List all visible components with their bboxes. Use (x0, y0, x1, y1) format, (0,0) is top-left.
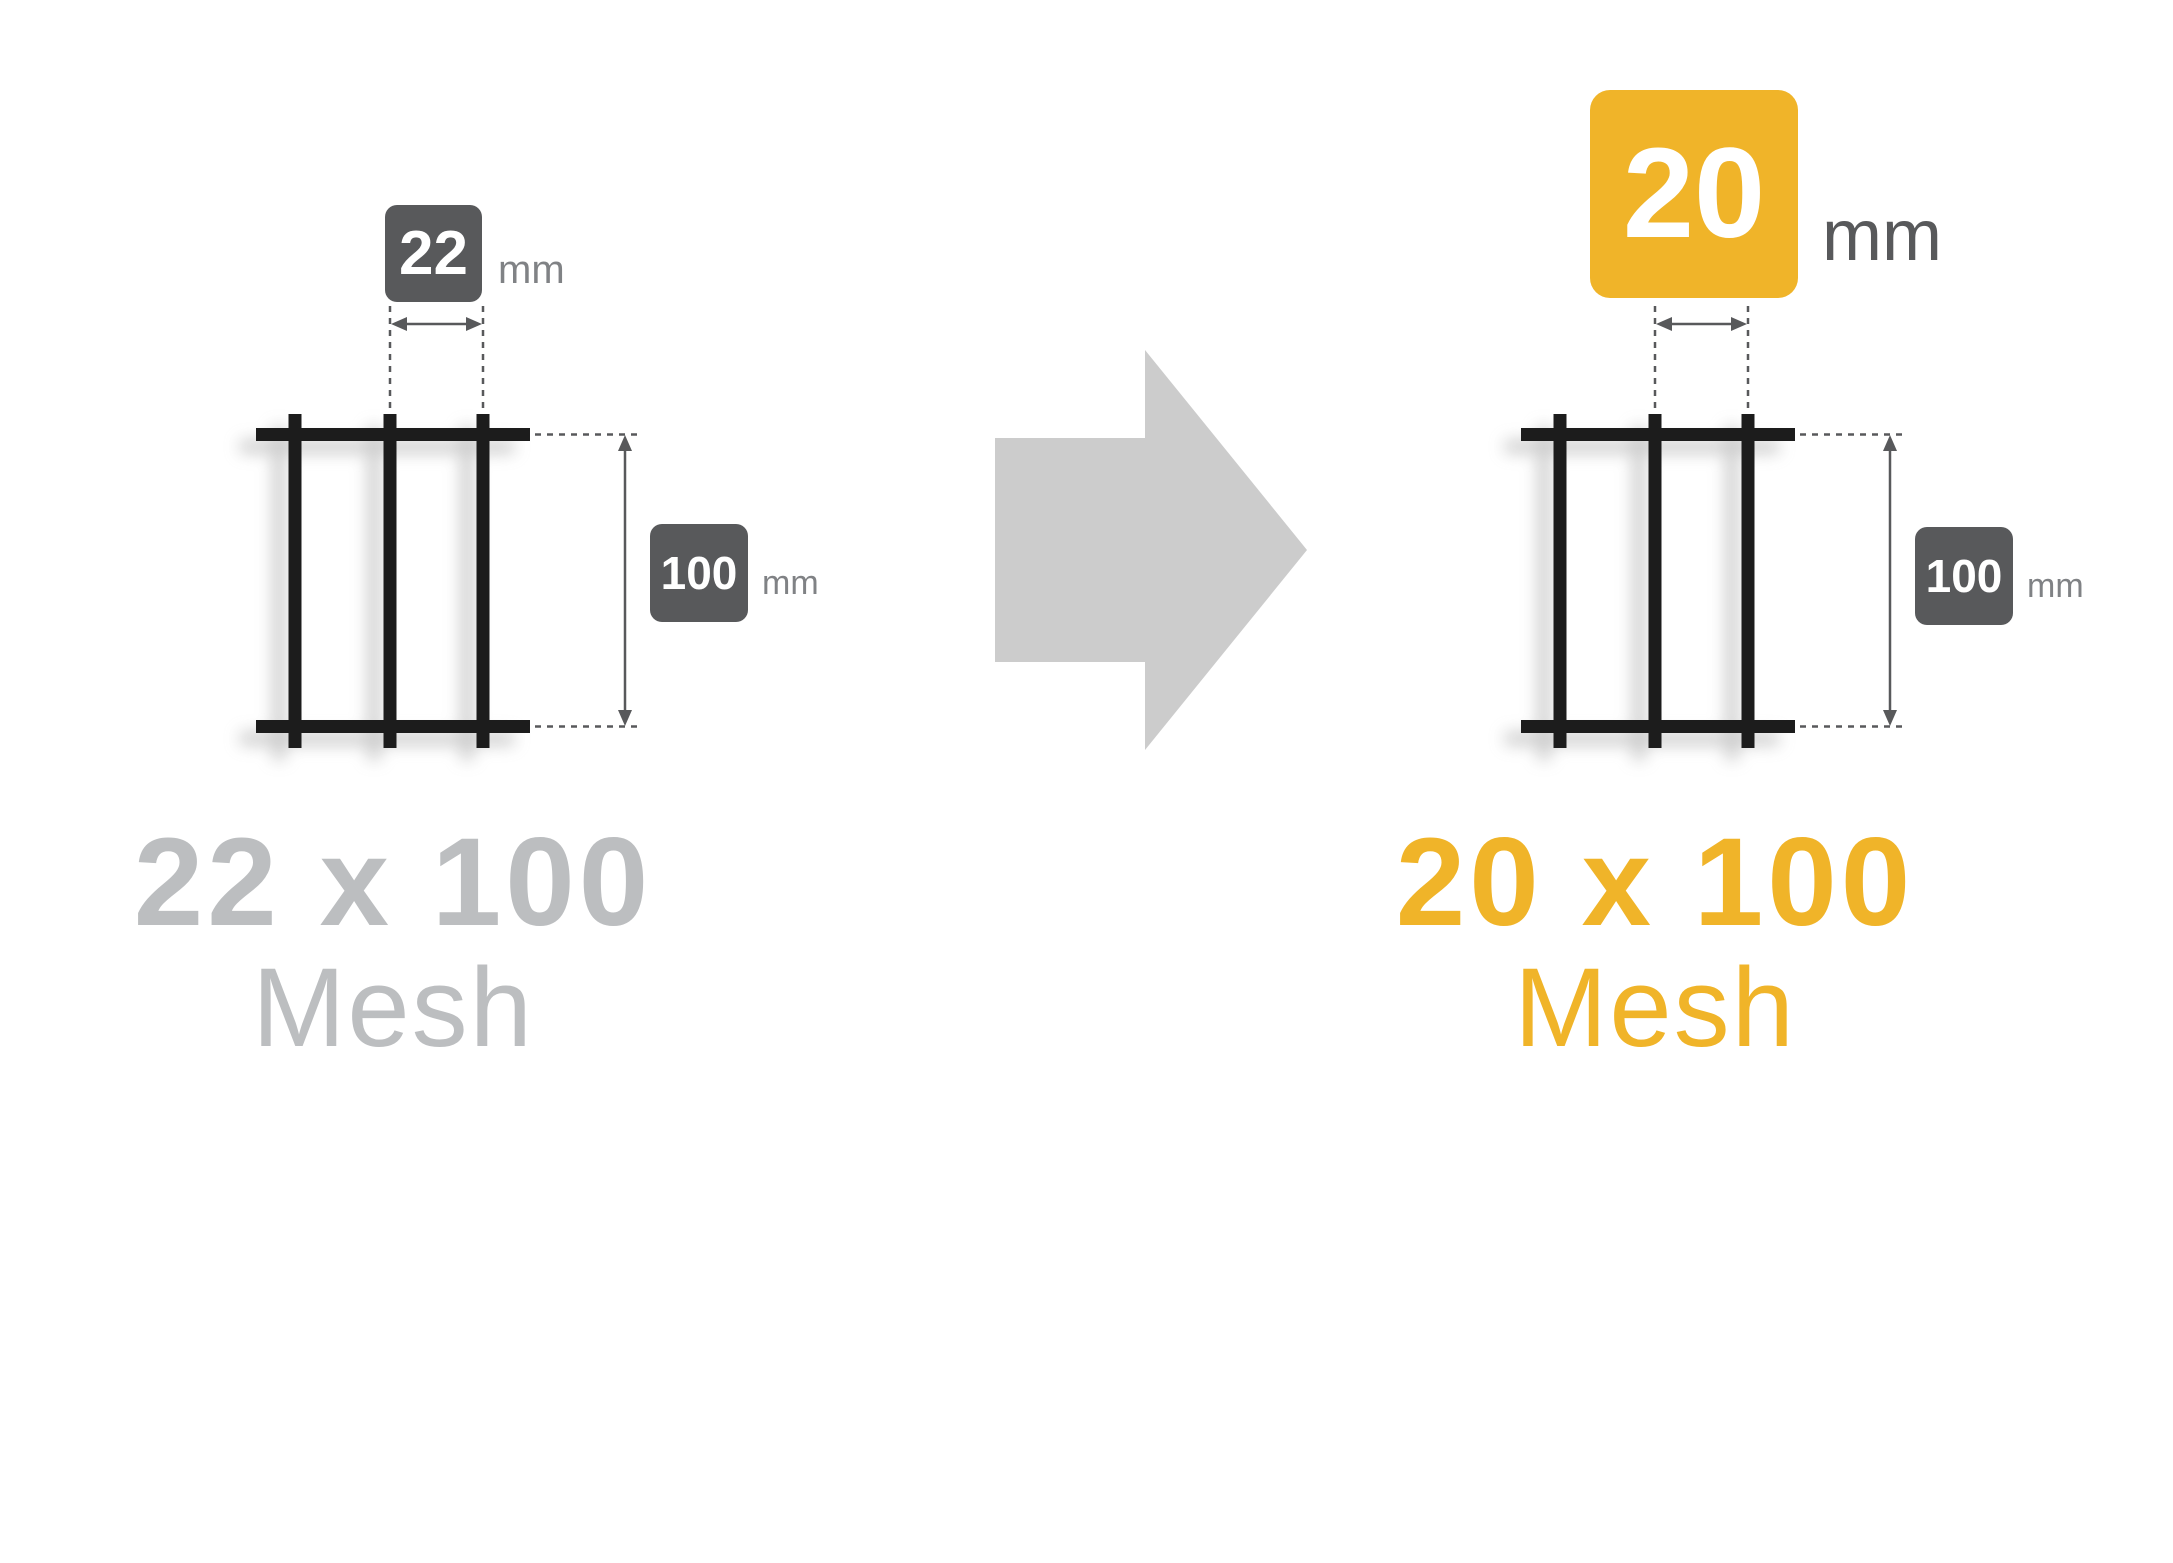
width-arrowhead-right (466, 317, 482, 331)
before-caption-size: 22 x 100 (133, 813, 653, 952)
width-arrowhead-left (1656, 317, 1672, 331)
width-dimension-lines (388, 306, 485, 412)
after-caption-size: 20 x 100 (1395, 813, 1915, 952)
after-height-badge: 100 (1915, 527, 2013, 625)
width-arrowhead-right (1731, 317, 1747, 331)
mesh-shadow (240, 426, 514, 760)
height-dimension-lines (1800, 433, 1903, 728)
before-caption-label: Mesh (252, 945, 534, 1070)
width-dimension-lines (1653, 306, 1750, 412)
width-arrowhead-left (391, 317, 407, 331)
after-width-badge: 20 (1590, 90, 1798, 298)
before-mesh-diagram (240, 306, 638, 760)
before-height-badge: 100 (650, 524, 748, 622)
before-width-unit: mm (498, 248, 565, 292)
after-height-value: 100 (1925, 550, 2003, 602)
height-dimension-lines (535, 433, 638, 728)
after-mesh-diagram (1505, 306, 1903, 760)
after-height-unit: mm (2027, 567, 2084, 605)
transition-arrow-icon (995, 350, 1307, 750)
before-height-value: 100 (660, 547, 738, 599)
after-caption-label: Mesh (1514, 945, 1796, 1070)
after-width-unit: mm (1822, 196, 1942, 276)
before-height-unit: mm (762, 564, 819, 602)
after-width-value: 20 (1622, 122, 1766, 265)
mesh-shadow (1505, 426, 1779, 760)
height-arrowhead-bottom (1883, 710, 1897, 726)
mesh-bars (256, 414, 530, 748)
height-arrowhead-bottom (618, 710, 632, 726)
height-arrowhead-top (618, 435, 632, 451)
height-arrowhead-top (1883, 435, 1897, 451)
before-width-value: 22 (399, 218, 468, 288)
mesh-bars (1521, 414, 1795, 748)
before-width-badge: 22 (385, 205, 482, 302)
